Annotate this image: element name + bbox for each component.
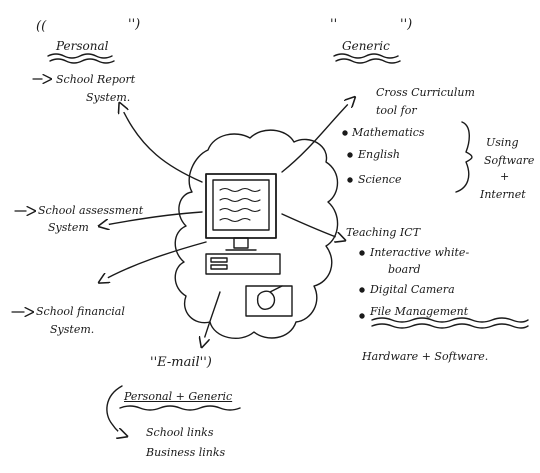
screen-squiggles	[219, 187, 261, 223]
financial-line2: System.	[50, 323, 95, 336]
using-line1: Using	[486, 136, 519, 149]
generic-underline	[333, 53, 401, 64]
personal-open-quote: ((	[36, 19, 47, 34]
generic-heading-line2: tool for	[376, 104, 417, 117]
personal-item-line1: School Report	[56, 73, 136, 86]
generic-title: Generic	[342, 39, 390, 53]
personal-underline	[47, 53, 115, 64]
teaching-item1-line2: board	[388, 263, 421, 276]
generic-heading-line1: Cross Curriculum	[376, 86, 475, 99]
monitor-stand	[233, 237, 249, 249]
monitor-frame	[205, 173, 277, 239]
using-line4: Internet	[480, 188, 526, 201]
using-line2: Software	[484, 154, 535, 167]
mouse	[256, 285, 283, 310]
personal-close-quote: '')	[128, 17, 141, 32]
arrow-to-financial	[100, 241, 207, 282]
generic-open-quote: ''	[330, 17, 338, 32]
arrow-to-teaching	[281, 213, 344, 240]
email-underline	[119, 405, 241, 411]
email-title: ''E-mail'')	[150, 355, 212, 370]
email-brace	[106, 385, 126, 436]
base-unit	[205, 253, 281, 275]
arrow-to-email	[202, 291, 221, 346]
personal-title: Personal	[56, 39, 109, 53]
arrow-to-personal	[120, 104, 203, 183]
file-management-underline	[371, 317, 529, 329]
subject-item: English	[358, 148, 400, 161]
using-line3: +	[500, 170, 510, 183]
assessment-line2: System	[48, 221, 89, 234]
financial-line1: School financial	[36, 305, 125, 318]
teaching-item2: Digital Camera	[370, 283, 455, 296]
mouse-pad	[245, 285, 293, 317]
personal-item-line2: System.	[86, 91, 131, 104]
subject-item: Science	[358, 173, 402, 186]
teaching-heading: Teaching ICT	[346, 226, 421, 239]
arrow-to-generic	[281, 98, 354, 173]
email-subtitle: Personal + Generic	[124, 390, 233, 403]
teaching-footer: Hardware + Software.	[362, 350, 489, 363]
email-link1: School links	[146, 426, 214, 439]
arrow-to-assessment	[100, 211, 203, 226]
subject-brace	[455, 121, 473, 193]
email-link2: Business links	[146, 446, 226, 459]
assessment-line1: School assessment	[38, 204, 144, 217]
teaching-item1-line1: Interactive white-	[370, 246, 470, 259]
teaching-item3: File Management	[370, 305, 469, 318]
monitor-screen	[212, 179, 270, 231]
subject-item: Mathematics	[352, 126, 425, 139]
generic-close-quote: '')	[400, 17, 413, 32]
cloud-outline	[174, 129, 339, 340]
